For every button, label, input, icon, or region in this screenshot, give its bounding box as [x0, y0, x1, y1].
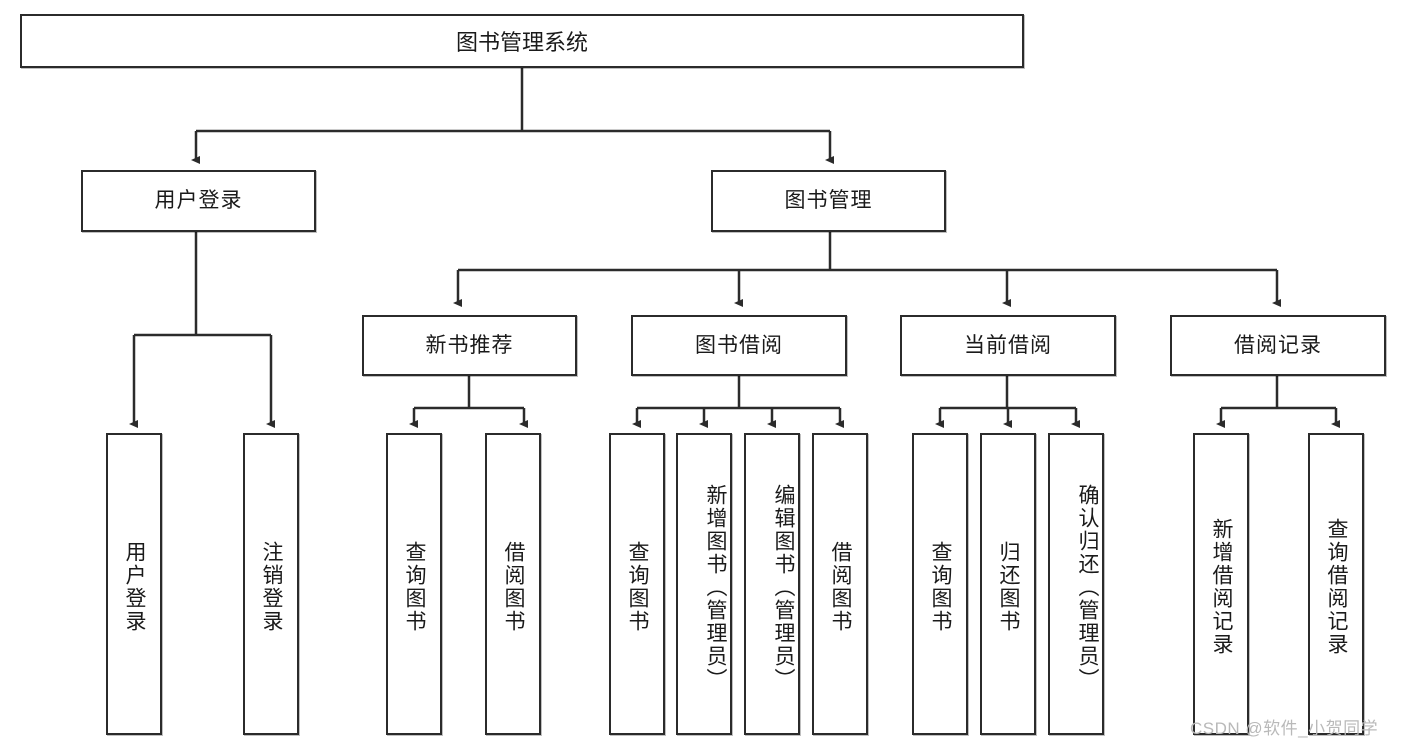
leaf-new-book-borrow[interactable]: 借阅图书	[485, 433, 541, 735]
node-root-system[interactable]: 图书管理系统	[20, 14, 1024, 68]
leaf-current-borrow-confirm-admin[interactable]: 确认归还（管理员）	[1048, 433, 1104, 735]
node-book-management[interactable]: 图书管理	[711, 170, 946, 232]
leaf-borrow-record-add[interactable]: 新增借阅记录	[1193, 433, 1249, 735]
leaf-borrow-record-query[interactable]: 查询借阅记录	[1308, 433, 1364, 735]
csdn-watermark: CSDN @软件_小贺同学	[1190, 719, 1379, 738]
leaf-book-borrow-add-admin[interactable]: 新增图书（管理员）	[676, 433, 732, 735]
leaf-new-book-query[interactable]: 查询图书	[386, 433, 442, 735]
leaf-book-borrow-query[interactable]: 查询图书	[609, 433, 665, 735]
leaf-book-borrow-edit-admin[interactable]: 编辑图书（管理员）	[744, 433, 800, 735]
leaf-book-borrow-borrow[interactable]: 借阅图书	[812, 433, 868, 735]
node-book-borrow[interactable]: 图书借阅	[631, 315, 847, 376]
leaf-current-borrow-return[interactable]: 归还图书	[980, 433, 1036, 735]
leaf-user-login-login[interactable]: 用户登录	[106, 433, 162, 735]
leaf-user-login-logout[interactable]: 注销登录	[243, 433, 299, 735]
node-new-book-recommend[interactable]: 新书推荐	[362, 315, 577, 376]
node-borrow-record[interactable]: 借阅记录	[1170, 315, 1386, 376]
leaf-current-borrow-query[interactable]: 查询图书	[912, 433, 968, 735]
node-user-login[interactable]: 用户登录	[81, 170, 316, 232]
node-current-borrow[interactable]: 当前借阅	[900, 315, 1116, 376]
